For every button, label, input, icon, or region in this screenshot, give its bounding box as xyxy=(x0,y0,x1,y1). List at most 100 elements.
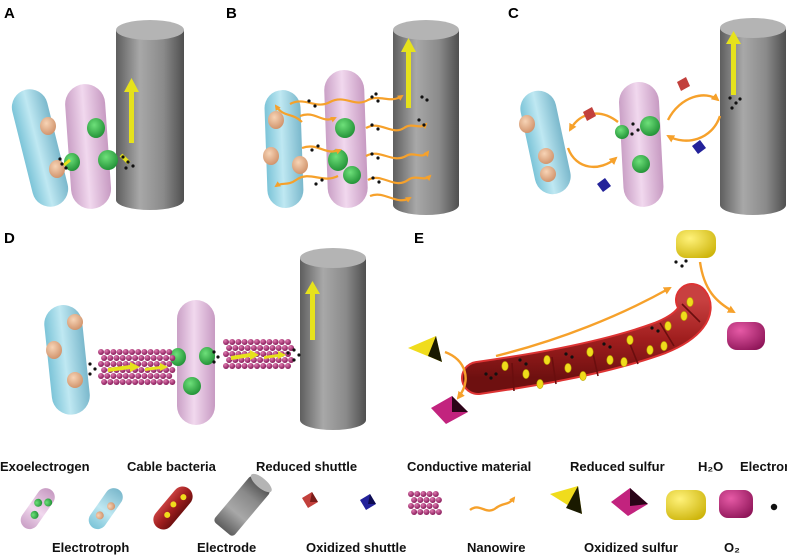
conductive-bead xyxy=(254,339,260,345)
conductive-bead xyxy=(244,357,251,363)
legend-label-reduced-sulfur: Reduced sulfur xyxy=(570,459,665,474)
conductive-bead xyxy=(272,339,279,345)
conductive-bead xyxy=(125,379,132,385)
cable-node xyxy=(664,321,672,331)
conductive-bead xyxy=(235,363,242,369)
legend-icon-electrotroph xyxy=(88,488,123,530)
panel-a: A xyxy=(4,5,184,210)
conductive-bead xyxy=(160,373,166,379)
conductive-bead xyxy=(113,355,120,361)
nanowires-b xyxy=(274,94,432,203)
conductive-bead xyxy=(250,345,257,351)
h2o-box-e xyxy=(676,230,716,258)
conductive-bead xyxy=(266,339,273,345)
panel-label-b: B xyxy=(226,5,237,22)
panel-label-c: C xyxy=(508,5,519,22)
conductive-bead xyxy=(110,349,117,355)
conductive-bead xyxy=(110,373,117,379)
conductive-bead xyxy=(98,361,104,367)
legend-icon-exoelectrogen xyxy=(20,488,55,530)
conductive-bead xyxy=(263,345,270,351)
panel-c: C xyxy=(508,5,786,215)
conductive-bead xyxy=(153,361,160,367)
conductive-bead xyxy=(129,373,135,379)
conductive-bead xyxy=(435,497,442,503)
conductive-bead xyxy=(166,361,173,367)
conductive-bead xyxy=(166,373,173,379)
conductive-bead xyxy=(147,349,154,355)
conductive-bead xyxy=(435,509,442,515)
conductive-bead xyxy=(269,357,276,363)
legend-icon-cable-bacteria xyxy=(153,486,193,530)
conductive-bead xyxy=(432,491,439,497)
conductive-bead xyxy=(98,349,104,355)
conductive-bead xyxy=(226,345,233,351)
conductive-bead xyxy=(107,355,114,361)
conductive-bead xyxy=(101,355,108,361)
legend-icon-h2o xyxy=(666,490,706,520)
conductive-bead xyxy=(113,379,120,385)
conductive-bead xyxy=(288,357,295,363)
conductive-bead xyxy=(135,373,142,379)
conductive-bead xyxy=(244,345,251,351)
conductive-bead xyxy=(116,361,123,367)
oxidized-sulfur-e xyxy=(431,396,468,424)
conductive-bead xyxy=(163,379,170,385)
conductive-bead xyxy=(257,357,264,363)
cable-node xyxy=(660,341,668,351)
conductive-bead xyxy=(101,379,108,385)
conductive-bead xyxy=(144,355,151,361)
legend-icon-electrode xyxy=(214,473,272,536)
conductive-bead xyxy=(104,361,111,367)
legend: Exoelectrogen Cable bacteria Reduced shu… xyxy=(0,459,787,555)
cable-node xyxy=(686,297,694,307)
conductive-bead xyxy=(156,355,163,361)
cable-node xyxy=(501,361,509,371)
electrode-c xyxy=(720,18,786,215)
legend-icon-electron xyxy=(770,503,778,511)
cable-node xyxy=(620,357,628,367)
conductive-bead xyxy=(229,351,236,357)
conductive-bead xyxy=(432,503,439,509)
conductive-bead xyxy=(150,355,157,361)
conductive-bead xyxy=(101,367,108,373)
conductive-bead xyxy=(275,357,282,363)
conductive-bead xyxy=(169,379,176,385)
conductive-bead xyxy=(110,361,117,367)
conductive-bead xyxy=(156,379,163,385)
conductive-bead xyxy=(247,339,254,345)
electrode-d xyxy=(300,248,366,430)
legend-label-reduced-shuttle: Reduced shuttle xyxy=(256,459,357,474)
cable-node xyxy=(564,363,572,373)
conductive-bead xyxy=(150,379,157,385)
conductive-bead xyxy=(141,349,148,355)
cable-node xyxy=(680,311,688,321)
cable-node xyxy=(626,335,634,345)
electrotroph-d xyxy=(44,305,90,415)
conductive-bead xyxy=(141,361,148,367)
legend-icon-nanowire xyxy=(469,496,516,512)
conductive-bead xyxy=(247,363,254,369)
panel-e: E xyxy=(408,230,765,424)
exoelectrogen-a xyxy=(65,84,112,209)
conductive-bead xyxy=(266,363,273,369)
conductive-bead xyxy=(147,361,154,367)
legend-icon-o2 xyxy=(719,490,753,518)
conductive-bead xyxy=(122,373,129,379)
conductive-bead xyxy=(132,355,139,361)
conductive-bead xyxy=(408,491,414,497)
conductive-bead xyxy=(429,509,436,515)
electrode-a xyxy=(116,20,184,210)
current-arrow-c xyxy=(726,31,741,95)
conductive-bead xyxy=(104,349,111,355)
conductive-bead xyxy=(420,491,427,497)
conductive-bead xyxy=(135,349,142,355)
legend-label-conductive-material: Conductive material xyxy=(407,459,531,474)
cable-node xyxy=(579,371,587,381)
conductive-bead xyxy=(241,363,248,369)
conductive-bead xyxy=(226,357,233,363)
conductive-bead xyxy=(129,349,135,355)
exoelectrogen-b xyxy=(324,69,368,208)
cable-node xyxy=(536,379,544,389)
conductive-bead xyxy=(223,363,229,369)
